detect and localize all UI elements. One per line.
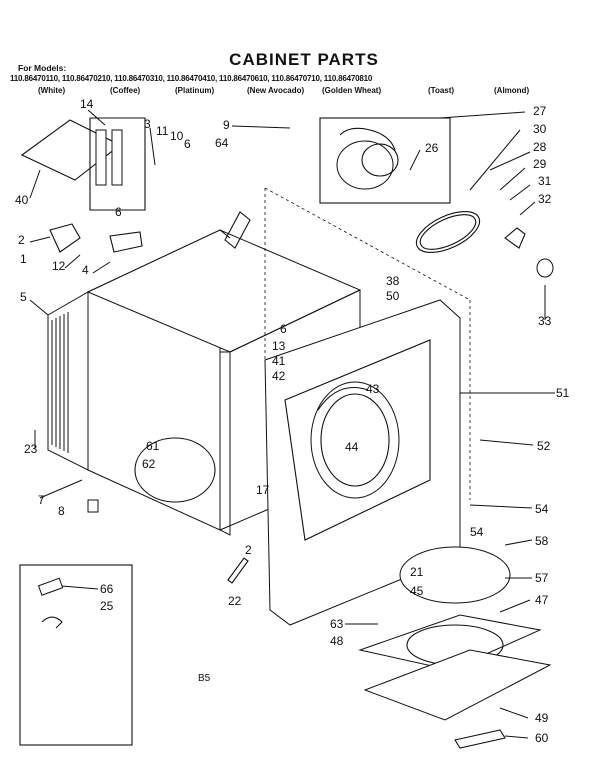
callout-1: 1: [20, 252, 27, 266]
callout-42: 42: [272, 369, 286, 383]
leader-lines: [29, 109, 555, 739]
color-coffee: (Coffee): [110, 86, 141, 95]
callout-29: 29: [533, 157, 547, 171]
callout-27: 27: [533, 104, 547, 118]
callout-40: 40: [15, 193, 29, 207]
callout-45: 45: [410, 584, 424, 598]
color-new-avocado: (New Avocado): [247, 86, 305, 95]
callout-6a: 6: [184, 137, 191, 151]
models-heading: For Models:: [18, 63, 67, 73]
callout-4: 4: [82, 263, 89, 277]
callout-31: 31: [538, 174, 552, 188]
callout-9: 9: [223, 118, 230, 132]
callout-10: 10: [170, 129, 184, 143]
callout-28: 28: [533, 140, 547, 154]
cabinet-body: [86, 211, 362, 536]
callout-2b: 2: [245, 543, 252, 557]
callout-8: 8: [58, 504, 65, 518]
callout-51: 51: [556, 386, 570, 400]
rear-panel: [47, 291, 89, 471]
callout-12: 12: [52, 259, 66, 273]
callout-30: 30: [533, 122, 547, 136]
control-bracket: [20, 117, 146, 211]
page-title: CABINET PARTS: [229, 50, 379, 69]
part-callouts: 14 3 11 10 6 9 64 27 30 26 28 29 31 32 4…: [15, 97, 570, 745]
color-platinum: (Platinum): [175, 86, 215, 95]
reference-code: B5: [198, 673, 211, 684]
callout-7: 7: [38, 493, 45, 507]
callout-23: 23: [24, 442, 38, 456]
callout-2a: 2: [18, 233, 25, 247]
callout-61: 61: [146, 439, 160, 453]
callout-47: 47: [535, 593, 549, 607]
callout-49: 49: [535, 711, 549, 725]
callout-54a: 54: [470, 525, 484, 539]
callout-17: 17: [256, 483, 270, 497]
callout-3: 3: [144, 117, 151, 131]
front-panel: [264, 299, 461, 626]
callout-62: 62: [142, 457, 156, 471]
callout-21: 21: [410, 565, 424, 579]
callout-44: 44: [345, 440, 359, 454]
motor-assembly: [319, 117, 451, 204]
callout-38: 38: [386, 274, 400, 288]
callout-54b: 54: [535, 502, 549, 516]
callout-14: 14: [80, 97, 94, 111]
callout-64: 64: [215, 136, 229, 150]
drive-belt: [415, 211, 481, 253]
model-numbers: 110.86470110, 110.86470210, 110.86470310…: [10, 74, 373, 83]
callout-6c: 6: [280, 322, 287, 336]
color-almond: (Almond): [494, 86, 530, 95]
callout-63: 63: [330, 617, 344, 631]
callout-22: 22: [228, 594, 242, 608]
callout-13: 13: [272, 339, 286, 353]
callout-11: 11: [156, 124, 169, 138]
callout-50: 50: [386, 289, 400, 303]
callout-41: 41: [272, 354, 286, 368]
callout-58: 58: [535, 534, 549, 548]
callout-52: 52: [537, 439, 551, 453]
callout-26: 26: [425, 141, 439, 155]
callout-48: 48: [330, 634, 344, 648]
idler-pulley: [504, 227, 526, 249]
callout-5: 5: [20, 290, 27, 304]
callout-43: 43: [366, 382, 380, 396]
callout-32: 32: [538, 192, 552, 206]
color-toast: (Toast): [428, 86, 455, 95]
callout-6b: 6: [115, 205, 122, 219]
callout-57: 57: [535, 571, 549, 585]
callout-25: 25: [100, 599, 114, 613]
color-white: (White): [38, 86, 66, 95]
callout-60: 60: [535, 731, 549, 745]
color-golden-wheat: (Golden Wheat): [322, 86, 382, 95]
toe-plate-assembly: [358, 546, 552, 749]
callout-66: 66: [100, 582, 114, 596]
callout-33: 33: [538, 314, 552, 328]
